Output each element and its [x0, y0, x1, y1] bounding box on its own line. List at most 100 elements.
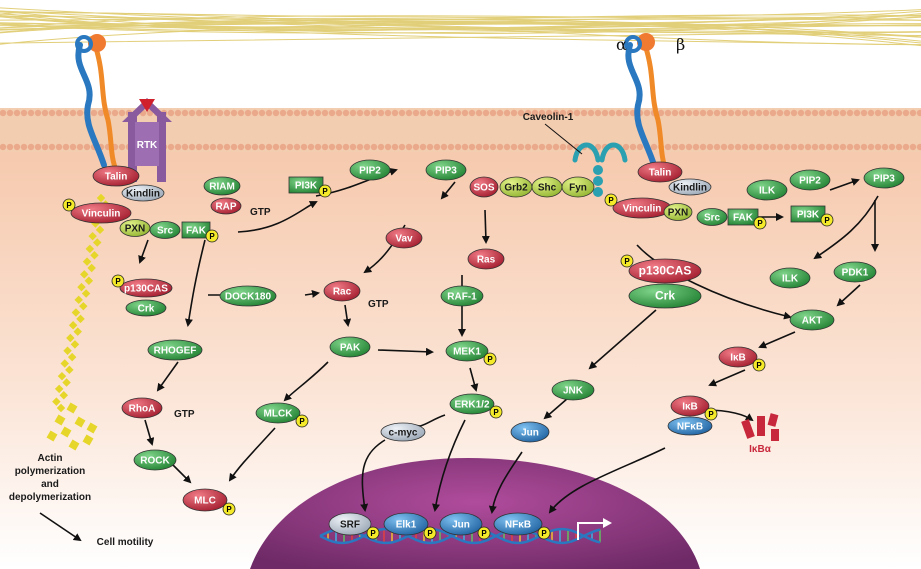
gtp-label: GTP — [368, 299, 389, 310]
node-label: SRF — [340, 520, 360, 531]
node-dock180: DOCK180 — [219, 285, 277, 307]
node-label: Vinculin — [623, 204, 662, 215]
node-label: RHOGEF — [154, 346, 197, 357]
node-label: MLC — [194, 496, 216, 507]
node-fyn: Fyn — [561, 176, 595, 198]
node-ilk2: ILK — [769, 267, 811, 289]
gtp-label: GTP — [174, 409, 195, 420]
node-label: c-myc — [389, 428, 418, 439]
node-label: FAK — [733, 213, 754, 224]
node-label: RIAM — [209, 182, 235, 193]
node-crk-l: Crk — [125, 299, 167, 317]
node-riam: RIAM — [203, 176, 241, 196]
node-cmyc: c-myc — [380, 422, 426, 442]
node-grb2: Grb2 — [499, 176, 533, 198]
phosphate-marker: P — [477, 526, 491, 540]
node-label: PIP3 — [435, 166, 457, 177]
node-pip2-r: PIP2 — [789, 169, 831, 191]
node-label: Grb2 — [504, 183, 528, 194]
integrin-left — [75, 34, 119, 173]
phosphate-label: P — [226, 505, 232, 514]
phosphate-marker: P — [753, 216, 767, 230]
phosphate-marker: P — [604, 193, 618, 207]
node-talin-l: Talin — [92, 165, 140, 187]
phosphate-marker: P — [489, 405, 503, 419]
node-label: ILK — [759, 186, 776, 197]
phosphate-marker: P — [537, 526, 551, 540]
phosphate-label: P — [541, 529, 547, 538]
phosphate-marker: P — [423, 526, 437, 540]
caveolin-label: Caveolin-1 — [523, 112, 574, 123]
phosphate-label: P — [299, 417, 305, 426]
transcription-arrow — [577, 522, 607, 540]
node-raf1: RAF-1 — [440, 285, 484, 307]
node-src-l: Src — [149, 221, 181, 239]
node-label: p130CAS — [124, 284, 168, 295]
node-label: MLCK — [264, 409, 294, 420]
node-label: MEK1 — [453, 347, 481, 358]
phosphate-label: P — [493, 408, 499, 417]
node-label: RAF-1 — [447, 292, 477, 303]
node-label: Crk — [138, 304, 155, 315]
node-ilk-top: ILK — [746, 179, 788, 201]
node-label: RhoA — [129, 404, 156, 415]
node-label: PIP2 — [799, 176, 821, 187]
node-label: Src — [704, 213, 721, 224]
node-nfkb: NFκB — [667, 416, 713, 436]
node-label: IκB — [682, 402, 698, 413]
phosphate-label: P — [487, 355, 493, 364]
node-pak: PAK — [329, 336, 371, 358]
node-label: Elk1 — [396, 520, 417, 531]
integrin-right — [624, 33, 669, 173]
node-talin-r: Talin — [637, 161, 683, 183]
node-p130cas-r: p130CAS P — [620, 254, 702, 284]
node-pxn-r: PXN — [663, 203, 693, 221]
phosphate-label: P — [115, 277, 121, 286]
node-mlc: MLC P — [182, 488, 236, 516]
node-sos: SOS — [469, 176, 499, 198]
phosphate-label: P — [608, 196, 614, 205]
phosphate-label: P — [209, 232, 215, 241]
phosphate-marker: P — [222, 502, 236, 516]
alpha-label: α — [616, 35, 627, 54]
phosphate-marker: P — [318, 184, 332, 198]
node-label: PI3K — [295, 181, 318, 192]
node-kindlin-r: Kindlin — [668, 178, 712, 196]
node-label: PIP2 — [359, 166, 381, 177]
node-rap: RAP — [210, 197, 242, 215]
node-vav: Vav — [385, 227, 423, 249]
node-crk-r: Crk — [628, 283, 702, 309]
node-label: PIP3 — [873, 174, 895, 185]
phosphate-marker: P — [620, 254, 634, 268]
node-label: DOCK180 — [225, 292, 272, 303]
actin-label-4: depolymerization — [9, 492, 91, 503]
node-label: PAK — [340, 343, 361, 354]
node-label: Fyn — [569, 183, 587, 194]
node-rhoa: RhoA — [121, 397, 163, 419]
actin-label-3: and — [41, 479, 59, 490]
node-label: AKT — [802, 316, 823, 327]
phosphate-marker: P — [752, 358, 766, 372]
node-label: PI3K — [797, 210, 820, 221]
node-label: ILK — [782, 274, 799, 285]
phosphate-marker: P — [366, 526, 380, 540]
cell-motility-label: Cell motility — [97, 537, 154, 548]
node-label: Talin — [649, 168, 672, 179]
node-label: Kindlin — [673, 183, 707, 194]
phosphate-label: P — [427, 529, 433, 538]
node-label: p130CAS — [639, 264, 692, 278]
node-label: Crk — [655, 289, 675, 303]
node-label: Jun — [521, 428, 539, 439]
node-pdk1: PDK1 — [833, 261, 877, 283]
phosphate-label: P — [757, 219, 763, 228]
phosphate-marker: P — [295, 414, 309, 428]
phosphate-label: P — [66, 201, 72, 210]
node-label: SOS — [473, 183, 494, 194]
